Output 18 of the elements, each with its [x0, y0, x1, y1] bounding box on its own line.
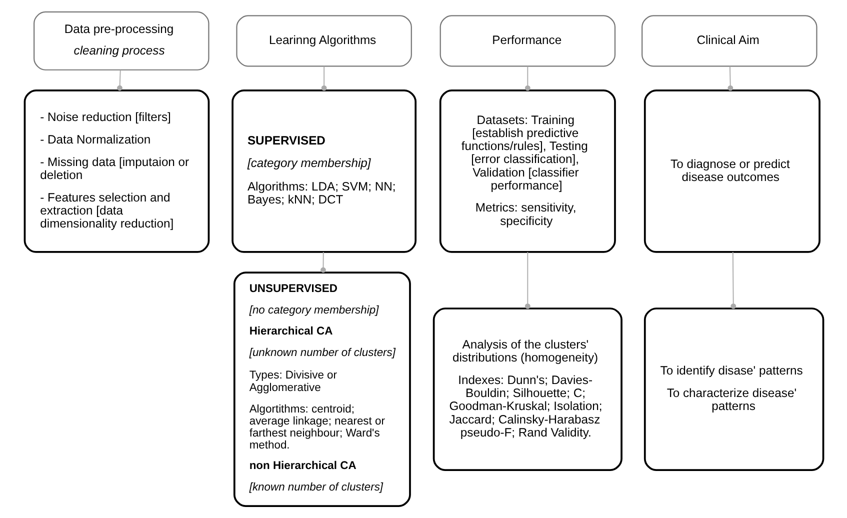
- node-box: SUPERVISED [category membership] Algorithms: LDA; SVM; NN; Bayes; kNN; DCT: [231, 89, 416, 253]
- connector: [727, 66, 733, 91]
- node-box: To identify disase' patterns To characterize disease' patterns: [643, 308, 824, 471]
- node-box: Datasets: Training [establish predictive functions/rules], Testing [error classification], Validation [classifier performance] Metrics: sensitivity, specificity: [438, 89, 616, 253]
- node-box: Learinng Algorithms: [236, 15, 412, 67]
- connector: [320, 66, 326, 91]
- node-box: Performance: [439, 15, 616, 67]
- node-box: Analysis of the clusters' distributions (homogeneity) Indexes: Dunn's; Davies-Bouldin; Silhouette; C; Goodman-Kruskal; Isolation; Jaccard; Calinsky-Harabasz pseudo-F; Rand Validity.: [432, 308, 622, 471]
- node-box: UNSUPERVISED [no category membership] Hierarchical CA [unknown number of clusters] Types: Divisive or Agglomerative Algortithms: centroid; average linkage; nearest or farthest neighbour; Ward's method. non Hierarchical CA [known number of clusters]: [232, 272, 410, 507]
- node-box: To diagnose or predict disease outcomes: [643, 89, 820, 253]
- connector: [730, 252, 736, 309]
- node-box: Clinical Aim: [641, 15, 817, 67]
- connector: [116, 70, 122, 91]
- connector: [320, 252, 326, 273]
- connector: [524, 66, 530, 91]
- node-box: Data pre-processing cleaning process: [33, 11, 209, 70]
- node-box: - Noise reduction [filters] - Data Normalization - Missing data [imputaion or deletion - Features selection and extraction [data dimensionality reduction]: [23, 89, 210, 253]
- connector: [524, 252, 530, 309]
